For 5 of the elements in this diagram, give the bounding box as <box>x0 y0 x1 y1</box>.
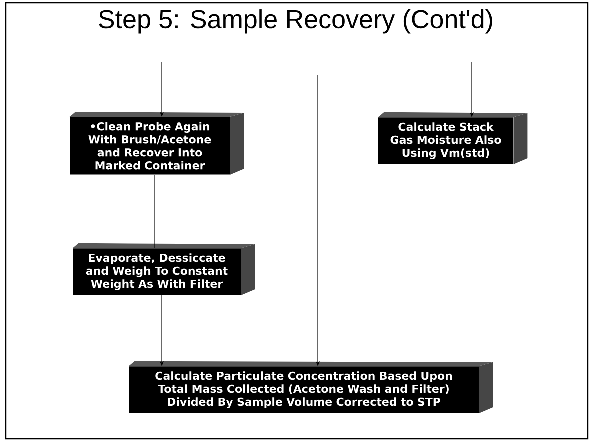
process-box: Calculate Stack Gas Moisture Also Using Vm(std) <box>378 112 528 165</box>
title: Step 5: Sample Recovery (Cont'd) <box>99 10 492 34</box>
process-box: Calculate Particulate Concentration Based Upon Total Mass Collected (Acetone Wash and Filter) Divided By Sample Volume Corrected to STP <box>128 361 494 414</box>
process-box: •Clean Probe Again With Brush/Acetone and Recover Into Marked Container <box>70 112 244 175</box>
process-box: Evaporate, Dessiccate and Weigh To Constant Weight As With Filter <box>72 243 256 296</box>
